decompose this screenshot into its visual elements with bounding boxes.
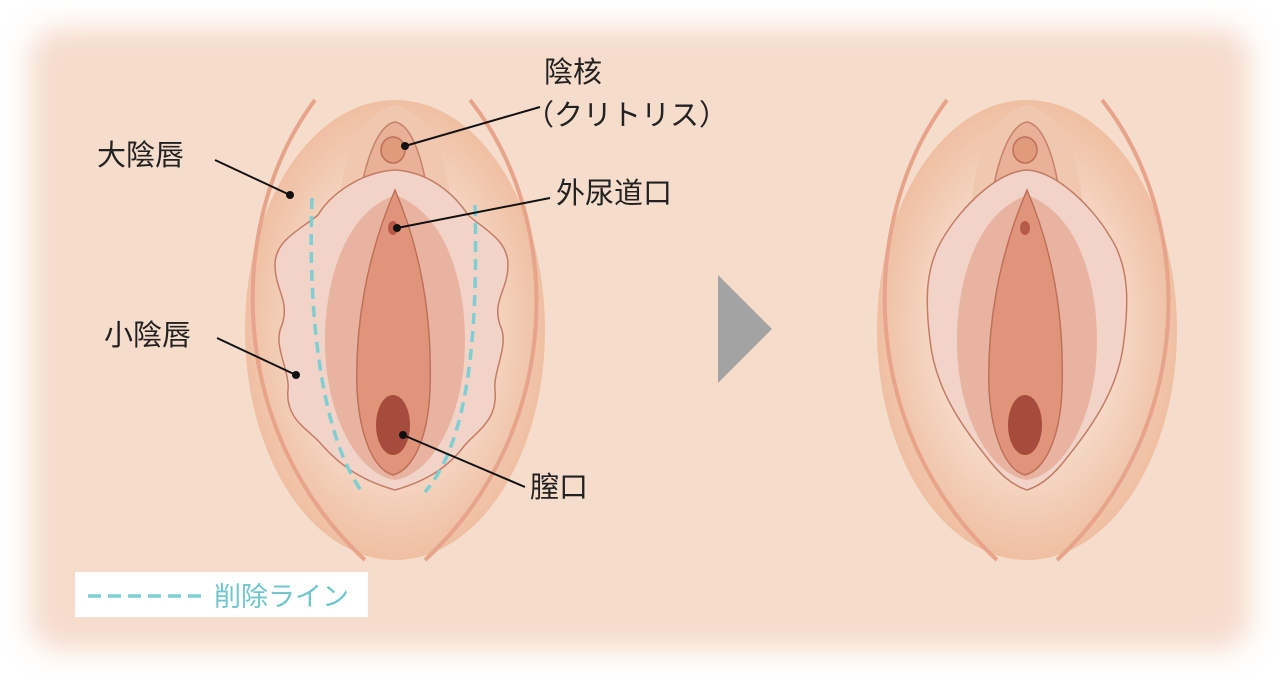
vestibule [356, 188, 432, 476]
pointer-dot [286, 191, 294, 199]
pointer-dot [399, 431, 407, 439]
label-urethral-opening: 外尿道口 [556, 176, 672, 210]
label-labia-majora: 大陰唇 [97, 138, 184, 172]
before-illustration [214, 98, 551, 562]
label-clitoris-sub: （クリトリス） [525, 98, 728, 132]
urethral-opening [1020, 221, 1030, 235]
pointer-dot [292, 371, 300, 379]
arrow-right-icon [718, 275, 772, 383]
pointer-dot [401, 142, 409, 150]
vestibule [988, 188, 1064, 476]
labia-majora-right [423, 98, 539, 562]
label-clitoris: 陰核 [544, 55, 602, 89]
vaginal-opening [376, 395, 410, 455]
removal-line-right [423, 204, 478, 494]
labia-majora-left [882, 98, 999, 562]
labia-majora-left [250, 98, 367, 562]
pointer-dot [393, 224, 401, 232]
label-labia-minora: 小陰唇 [104, 318, 191, 352]
clitoris [380, 136, 406, 164]
labia-majora-right [1055, 98, 1171, 562]
vaginal-opening [1008, 395, 1042, 455]
label-vaginal-opening: 膣口 [530, 470, 588, 504]
after-illustration [877, 98, 1177, 562]
legend-removal-line: 削除ライン [214, 582, 349, 613]
removal-line-left [309, 197, 364, 494]
clitoris [1012, 136, 1038, 164]
legend: 削除ライン [75, 572, 368, 617]
